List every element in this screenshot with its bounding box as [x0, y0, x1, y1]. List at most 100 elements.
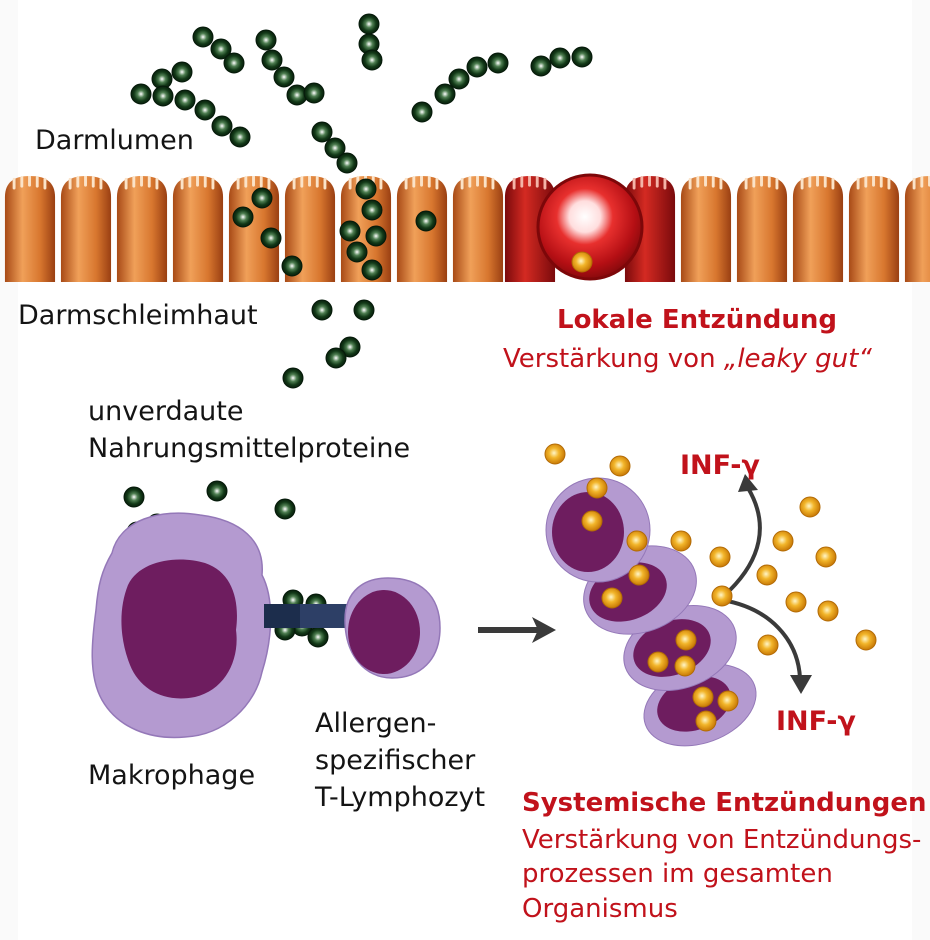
protein-particle	[466, 56, 488, 78]
protein-particle	[206, 480, 228, 502]
protein-particle	[325, 347, 347, 369]
cytokine-particle	[817, 600, 839, 622]
cytokine-particle	[717, 690, 739, 712]
protein-particle	[223, 52, 245, 74]
panel-background	[18, 0, 912, 940]
t-lymphocyte-cell	[344, 577, 441, 679]
cytokine-particle	[609, 455, 631, 477]
systemic-line3: Organismus	[522, 894, 678, 924]
protein-particle	[274, 498, 296, 520]
cytokine-particle	[799, 496, 821, 518]
protein-particle	[210, 38, 232, 60]
cytokine-particle	[785, 591, 807, 613]
macrophage-label: Makrophage	[88, 760, 256, 791]
protein-particle	[448, 68, 470, 90]
protein-particle	[336, 152, 358, 174]
protein-particle	[194, 99, 216, 121]
activation-arrow	[478, 617, 556, 643]
tcell-label-line2: spezifischer	[315, 745, 476, 776]
protein-particle	[307, 626, 329, 648]
cytokine-particle	[709, 546, 731, 568]
cytokine-particle	[581, 510, 603, 532]
cytokine-particle	[772, 530, 794, 552]
cytokine-particle	[586, 477, 608, 499]
cytokine-particle	[674, 655, 696, 677]
protein-particle	[549, 47, 571, 69]
cytokine-particle	[571, 251, 593, 273]
cytokine-particle	[711, 585, 733, 607]
protein-particle	[261, 49, 283, 71]
protein-particle	[530, 55, 552, 77]
inf-gamma-top: INF-γ	[680, 450, 760, 481]
local-inflammation-subtitle: Verstärkung von „leaky gut“	[503, 343, 872, 375]
protein-particle	[251, 187, 273, 209]
protein-particle	[355, 178, 377, 200]
protein-particle	[282, 367, 304, 389]
cytokine-particle	[670, 530, 692, 552]
local-inflammation-title: Lokale Entzündung	[557, 305, 837, 335]
protein-particle	[260, 227, 282, 249]
protein-particle	[346, 241, 368, 263]
protein-particle	[174, 89, 196, 111]
systemic-line1: Verstärkung von Entzündungs-	[522, 825, 922, 855]
protein-particle	[415, 210, 437, 232]
cytokine-particle	[601, 587, 623, 609]
systemic-line2: prozessen im gesamten	[522, 859, 833, 889]
protein-particle	[358, 13, 380, 35]
cytokine-particle	[647, 651, 669, 673]
protein-particle	[411, 101, 433, 123]
macrophage-cell	[91, 512, 272, 739]
protein-particle	[192, 26, 214, 48]
protein-particle	[123, 486, 145, 508]
protein-particle	[232, 206, 254, 228]
protein-particle	[324, 137, 346, 159]
cytokine-particle	[628, 564, 650, 586]
protein-particle	[353, 299, 375, 321]
local-subtitle-prefix: Verstärkung von	[503, 344, 724, 374]
protein-particle	[211, 115, 233, 137]
cytokine-particle	[544, 443, 566, 465]
mhc-tcr-complex	[264, 604, 348, 628]
protein-particle	[311, 121, 333, 143]
protein-particle	[487, 52, 509, 74]
protein-particle	[229, 126, 251, 148]
protein-particle	[339, 220, 361, 242]
protein-particle	[361, 259, 383, 281]
inflamed-spot	[536, 173, 644, 281]
systemic-inflammation-title: Systemische Entzündungen	[522, 788, 927, 818]
cytokine-particle	[815, 546, 837, 568]
protein-particle	[255, 29, 277, 51]
lumen-label: Darmlumen	[35, 125, 194, 156]
cytokine-release-arrows	[721, 474, 812, 694]
protein-particle	[152, 85, 174, 107]
tcell-label-line3: T-Lymphozyt	[315, 782, 486, 813]
inf-gamma-bottom: INF-γ	[776, 706, 856, 737]
protein-particle	[365, 225, 387, 247]
activated-t-cells	[545, 477, 757, 747]
macrophage-nucleus	[121, 559, 237, 699]
protein-particle	[571, 46, 593, 68]
mucosa-label: Darmschleimhaut	[18, 300, 258, 331]
protein-particle	[171, 61, 193, 83]
protein-particle	[311, 299, 333, 321]
cytokine-particle	[626, 530, 648, 552]
protein-particle	[434, 83, 456, 105]
protein-particle	[281, 255, 303, 277]
leaky-gut-term: „leaky gut“	[723, 344, 872, 374]
protein-particle	[361, 49, 383, 71]
protein-particle	[130, 83, 152, 105]
cytokine-particle	[756, 564, 778, 586]
proteins-label-line2: Nahrungsmittelproteine	[88, 433, 411, 464]
protein-particle	[361, 199, 383, 221]
cytokines	[544, 251, 877, 732]
cytokine-particle	[675, 629, 697, 651]
tcell-label-line1: Allergen-	[315, 708, 437, 739]
proteins-label-line1: unverdaute	[88, 396, 244, 427]
protein-particle	[303, 82, 325, 104]
cytokine-particle	[855, 629, 877, 651]
intestinal-mucosa	[4, 176, 930, 282]
cytokine-particle	[692, 686, 714, 708]
cytokine-particle	[695, 710, 717, 732]
protein-particle	[273, 66, 295, 88]
